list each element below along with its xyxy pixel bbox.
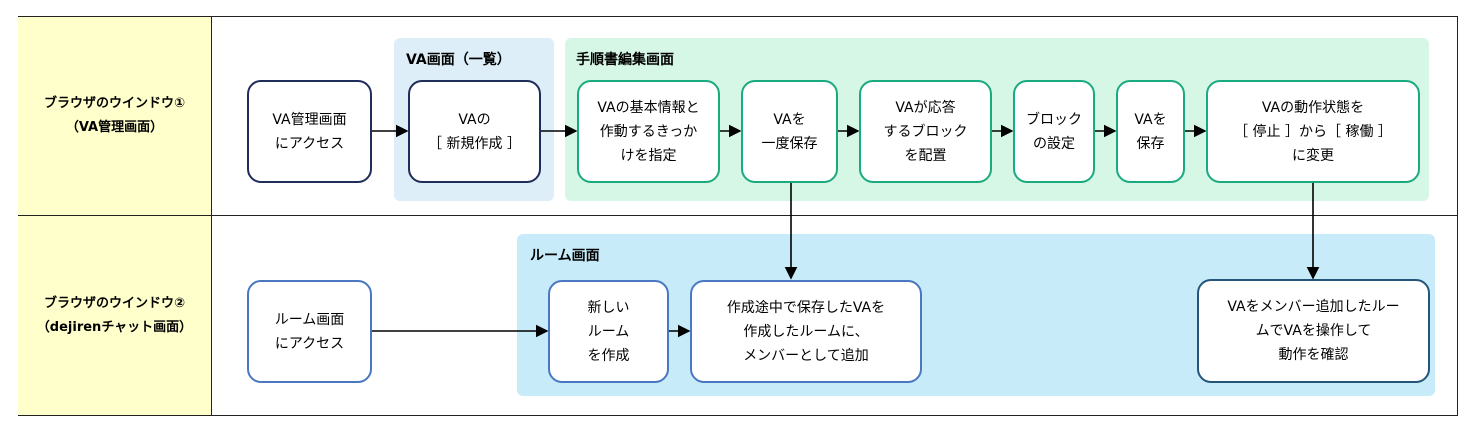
lane-label-browser-window-1: ブラウザのウインドウ① （VA管理画面） [18, 17, 212, 215]
node-access-admin: VA管理画面 にアクセス [247, 80, 372, 183]
lane-label-browser-window-2: ブラウザのウインドウ② （dejirenチャット画面） [18, 216, 212, 415]
region-va-list-title: VA画面（一覧） [406, 52, 511, 68]
lane1-subtitle: （VA管理画面） [65, 120, 164, 135]
node-save-va: VAを 保存 [1116, 80, 1185, 183]
node-access-room: ルーム画面 にアクセス [247, 280, 372, 383]
node-add-member: 作成途中で保存したVAを 作成したルームに、 メンバーとして追加 [690, 280, 922, 383]
lane2-subtitle: （dejirenチャット画面） [36, 319, 193, 335]
node-change-status: VAの動作状態を ［ 停止 ］から［ 稼働 ］ に変更 [1206, 80, 1420, 183]
node-verify: VAをメンバー追加したルー ムでVAを操作して 動作を確認 [1197, 279, 1430, 383]
node-create-room: 新しい ルーム を作成 [548, 280, 669, 383]
node-save-once: VAを 一度保存 [741, 80, 838, 183]
node-place-response-blocks: VAが応答 するブロック を配置 [859, 80, 992, 183]
region-procedure-edit-title: 手順書編集画面 [576, 52, 674, 68]
lane1-title: ブラウザのウインドウ① [43, 96, 185, 111]
node-set-basic-info: VAの基本情報と 作動するきっか けを指定 [577, 80, 720, 183]
node-va-new: VAの ［ 新規作成 ］ [408, 80, 541, 183]
lane2-title: ブラウザのウインドウ② [43, 295, 185, 311]
region-room-title: ルーム画面 [530, 248, 600, 264]
node-block-settings: ブロック の設定 [1013, 80, 1095, 183]
lane-divider [18, 215, 1458, 216]
